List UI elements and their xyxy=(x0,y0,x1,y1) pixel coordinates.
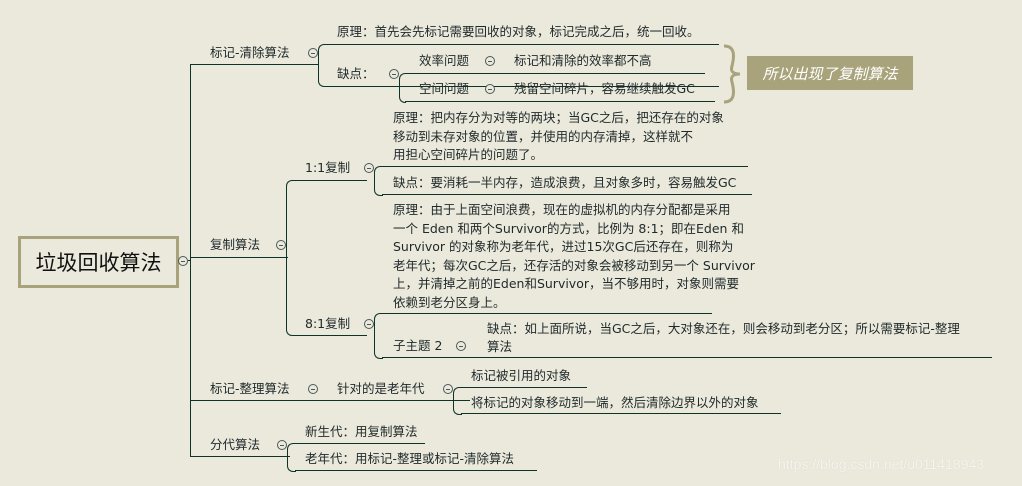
drawback-efficiency[interactable]: 效率问题 xyxy=(419,53,470,68)
connector xyxy=(461,413,781,414)
root-node[interactable]: 垃圾回收算法 xyxy=(18,236,179,288)
connector xyxy=(405,73,705,74)
connector xyxy=(286,257,367,336)
connector xyxy=(318,44,719,87)
drawback-space[interactable]: 空间问题 xyxy=(419,81,470,96)
connector xyxy=(287,443,296,472)
generational-young: 新生代：用复制算法 xyxy=(305,424,418,439)
connector xyxy=(295,443,425,444)
collapse-toggle-icon[interactable] xyxy=(308,48,318,58)
connector xyxy=(190,400,470,401)
collapse-toggle-icon[interactable] xyxy=(443,384,453,394)
connector xyxy=(190,257,288,258)
watermark: https://blog.csdn.net/u011418943 xyxy=(778,456,985,472)
drawbacks-label: 缺点： xyxy=(337,66,375,81)
connector xyxy=(188,260,191,261)
copy-1-1-principle: 原理：把内存分为对等的两块；当GC之后，把还存在的对象 移动到未存对象的位置，并… xyxy=(393,110,724,162)
subtopic-2[interactable]: 子主题 2 xyxy=(393,338,443,353)
generational-old: 老年代：用标记-整理或标记-清除算法 xyxy=(305,451,515,466)
collapse-toggle-icon[interactable] xyxy=(485,56,495,66)
copy-8-1-principle: 原理：由于上面空间浪费，现在的虚拟机的内存分配都是采用 一个 Eden 和两个S… xyxy=(393,202,755,310)
collapse-toggle-icon[interactable] xyxy=(277,440,287,450)
connector xyxy=(374,166,383,196)
mark-compact-target[interactable]: 针对的是老年代 xyxy=(337,381,425,396)
connector xyxy=(453,387,462,415)
mark-compact-step-1: 标记被引用的对象 xyxy=(471,368,572,383)
connector xyxy=(286,180,367,258)
connector xyxy=(190,456,290,457)
mark-compact-step-2: 将标记的对象移动到一端，然后清除边界以外的对象 xyxy=(471,395,759,410)
collapse-toggle-icon[interactable] xyxy=(485,84,495,94)
collapse-toggle-icon[interactable] xyxy=(308,384,318,394)
collapse-toggle-icon[interactable] xyxy=(364,319,374,329)
copy-8-1[interactable]: 8:1复制 xyxy=(305,316,351,331)
connector xyxy=(382,313,712,314)
callout-note[interactable]: 所以出现了复制算法 xyxy=(747,56,913,90)
connector xyxy=(190,64,318,65)
branch-copying[interactable]: 复制算法 xyxy=(210,237,261,252)
mark-sweep-principle: 原理：首先会先标记需要回收的对象，标记完成之后，统一回收。 xyxy=(337,24,700,39)
connector xyxy=(295,470,537,471)
connector xyxy=(461,387,587,388)
collapse-toggle-icon[interactable] xyxy=(178,256,188,266)
connector xyxy=(382,357,992,358)
copy-8-1-drawback: 缺点：如上面所说，当GC之后，大对象还在，则会移动到老分区；所以需要标记-整理 … xyxy=(487,321,960,354)
connector xyxy=(374,313,383,359)
curly-brace-icon xyxy=(723,44,741,104)
collapse-toggle-icon[interactable] xyxy=(456,341,466,351)
copy-1-1[interactable]: 1:1复制 xyxy=(305,160,351,175)
connector xyxy=(399,73,406,103)
collapse-toggle-icon[interactable] xyxy=(389,69,399,79)
copy-1-1-drawback: 缺点：要消耗一半内存，造成浪费，且对象多时，容易触发GC xyxy=(393,175,737,190)
connector xyxy=(382,166,748,167)
drawback-space-detail: 残留空间碎片，容易继续触发GC xyxy=(514,81,695,96)
callout-text: 所以出现了复制算法 xyxy=(762,64,898,83)
root-label: 垃圾回收算法 xyxy=(35,251,162,275)
drawback-efficiency-detail: 标记和清除的效率都不高 xyxy=(514,53,652,68)
connector xyxy=(382,194,752,195)
branch-generational[interactable]: 分代算法 xyxy=(210,437,261,452)
branch-mark-compact[interactable]: 标记-整理算法 xyxy=(210,381,290,396)
collapse-toggle-icon[interactable] xyxy=(276,240,286,250)
collapse-toggle-icon[interactable] xyxy=(364,163,374,173)
connector xyxy=(405,101,715,102)
branch-mark-sweep[interactable]: 标记-清除算法 xyxy=(210,45,290,60)
